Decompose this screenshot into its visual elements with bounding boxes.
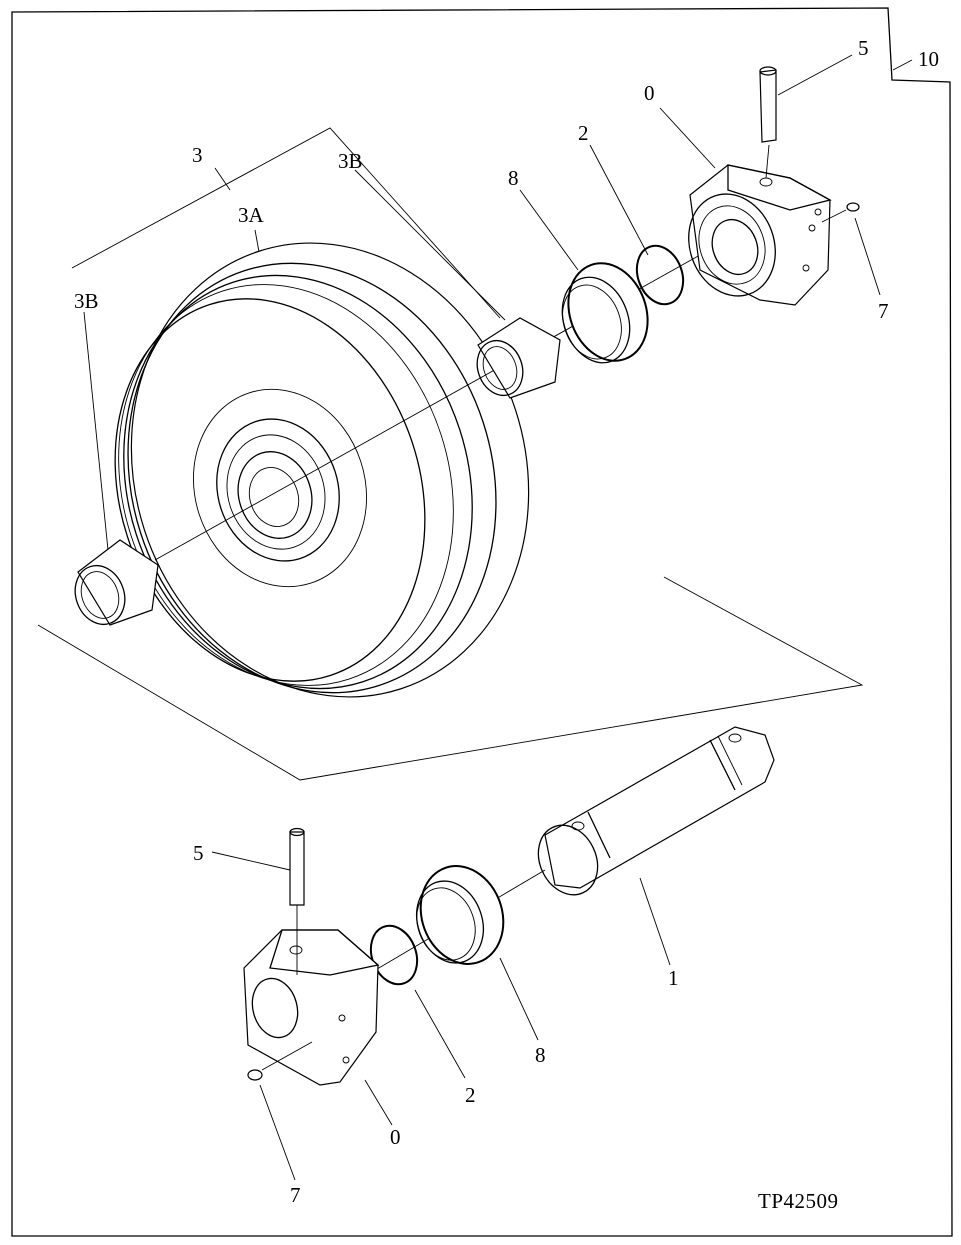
bracket-bottom — [243, 929, 380, 1086]
shaft — [537, 726, 775, 896]
callout-pin-bottom: 5 — [193, 841, 204, 865]
callout-bushing-left: 3B — [74, 289, 99, 313]
seal-bottom — [416, 865, 505, 965]
pin-top — [759, 66, 777, 179]
callout-bracket-top: 0 — [644, 81, 655, 105]
callout-pin-top: 5 — [858, 36, 869, 60]
drawing-reference: TP42509 — [758, 1189, 839, 1213]
bracket-top — [688, 164, 832, 306]
callout-plug-bottom: 7 — [290, 1183, 301, 1207]
group-outline-wheel — [37, 576, 864, 781]
callout-seal-bottom: 8 — [535, 1043, 546, 1067]
plug-top — [821, 202, 860, 223]
drawing-border — [11, 7, 953, 1237]
pin-bottom — [289, 827, 305, 975]
callout-plug-top: 7 — [878, 299, 889, 323]
callout-wheel-assembly: 3 — [192, 143, 203, 167]
callout-bushing-right: 3B — [338, 149, 363, 173]
callout-oring-top: 2 — [578, 121, 589, 145]
callout-shaft: 1 — [668, 966, 679, 990]
oring-top — [635, 244, 685, 306]
corner-label: 10 — [918, 47, 939, 71]
seal-top — [561, 262, 649, 364]
bushing-right — [476, 317, 561, 399]
bushing-left — [74, 539, 159, 626]
callout-oring-bottom: 2 — [465, 1083, 476, 1107]
idler-wheel — [114, 242, 530, 698]
callout-wheel: 3A — [238, 203, 265, 227]
plug-bottom — [247, 1041, 313, 1081]
callout-seal-top: 8 — [508, 166, 519, 190]
callout-bracket-bottom: 0 — [390, 1125, 401, 1149]
